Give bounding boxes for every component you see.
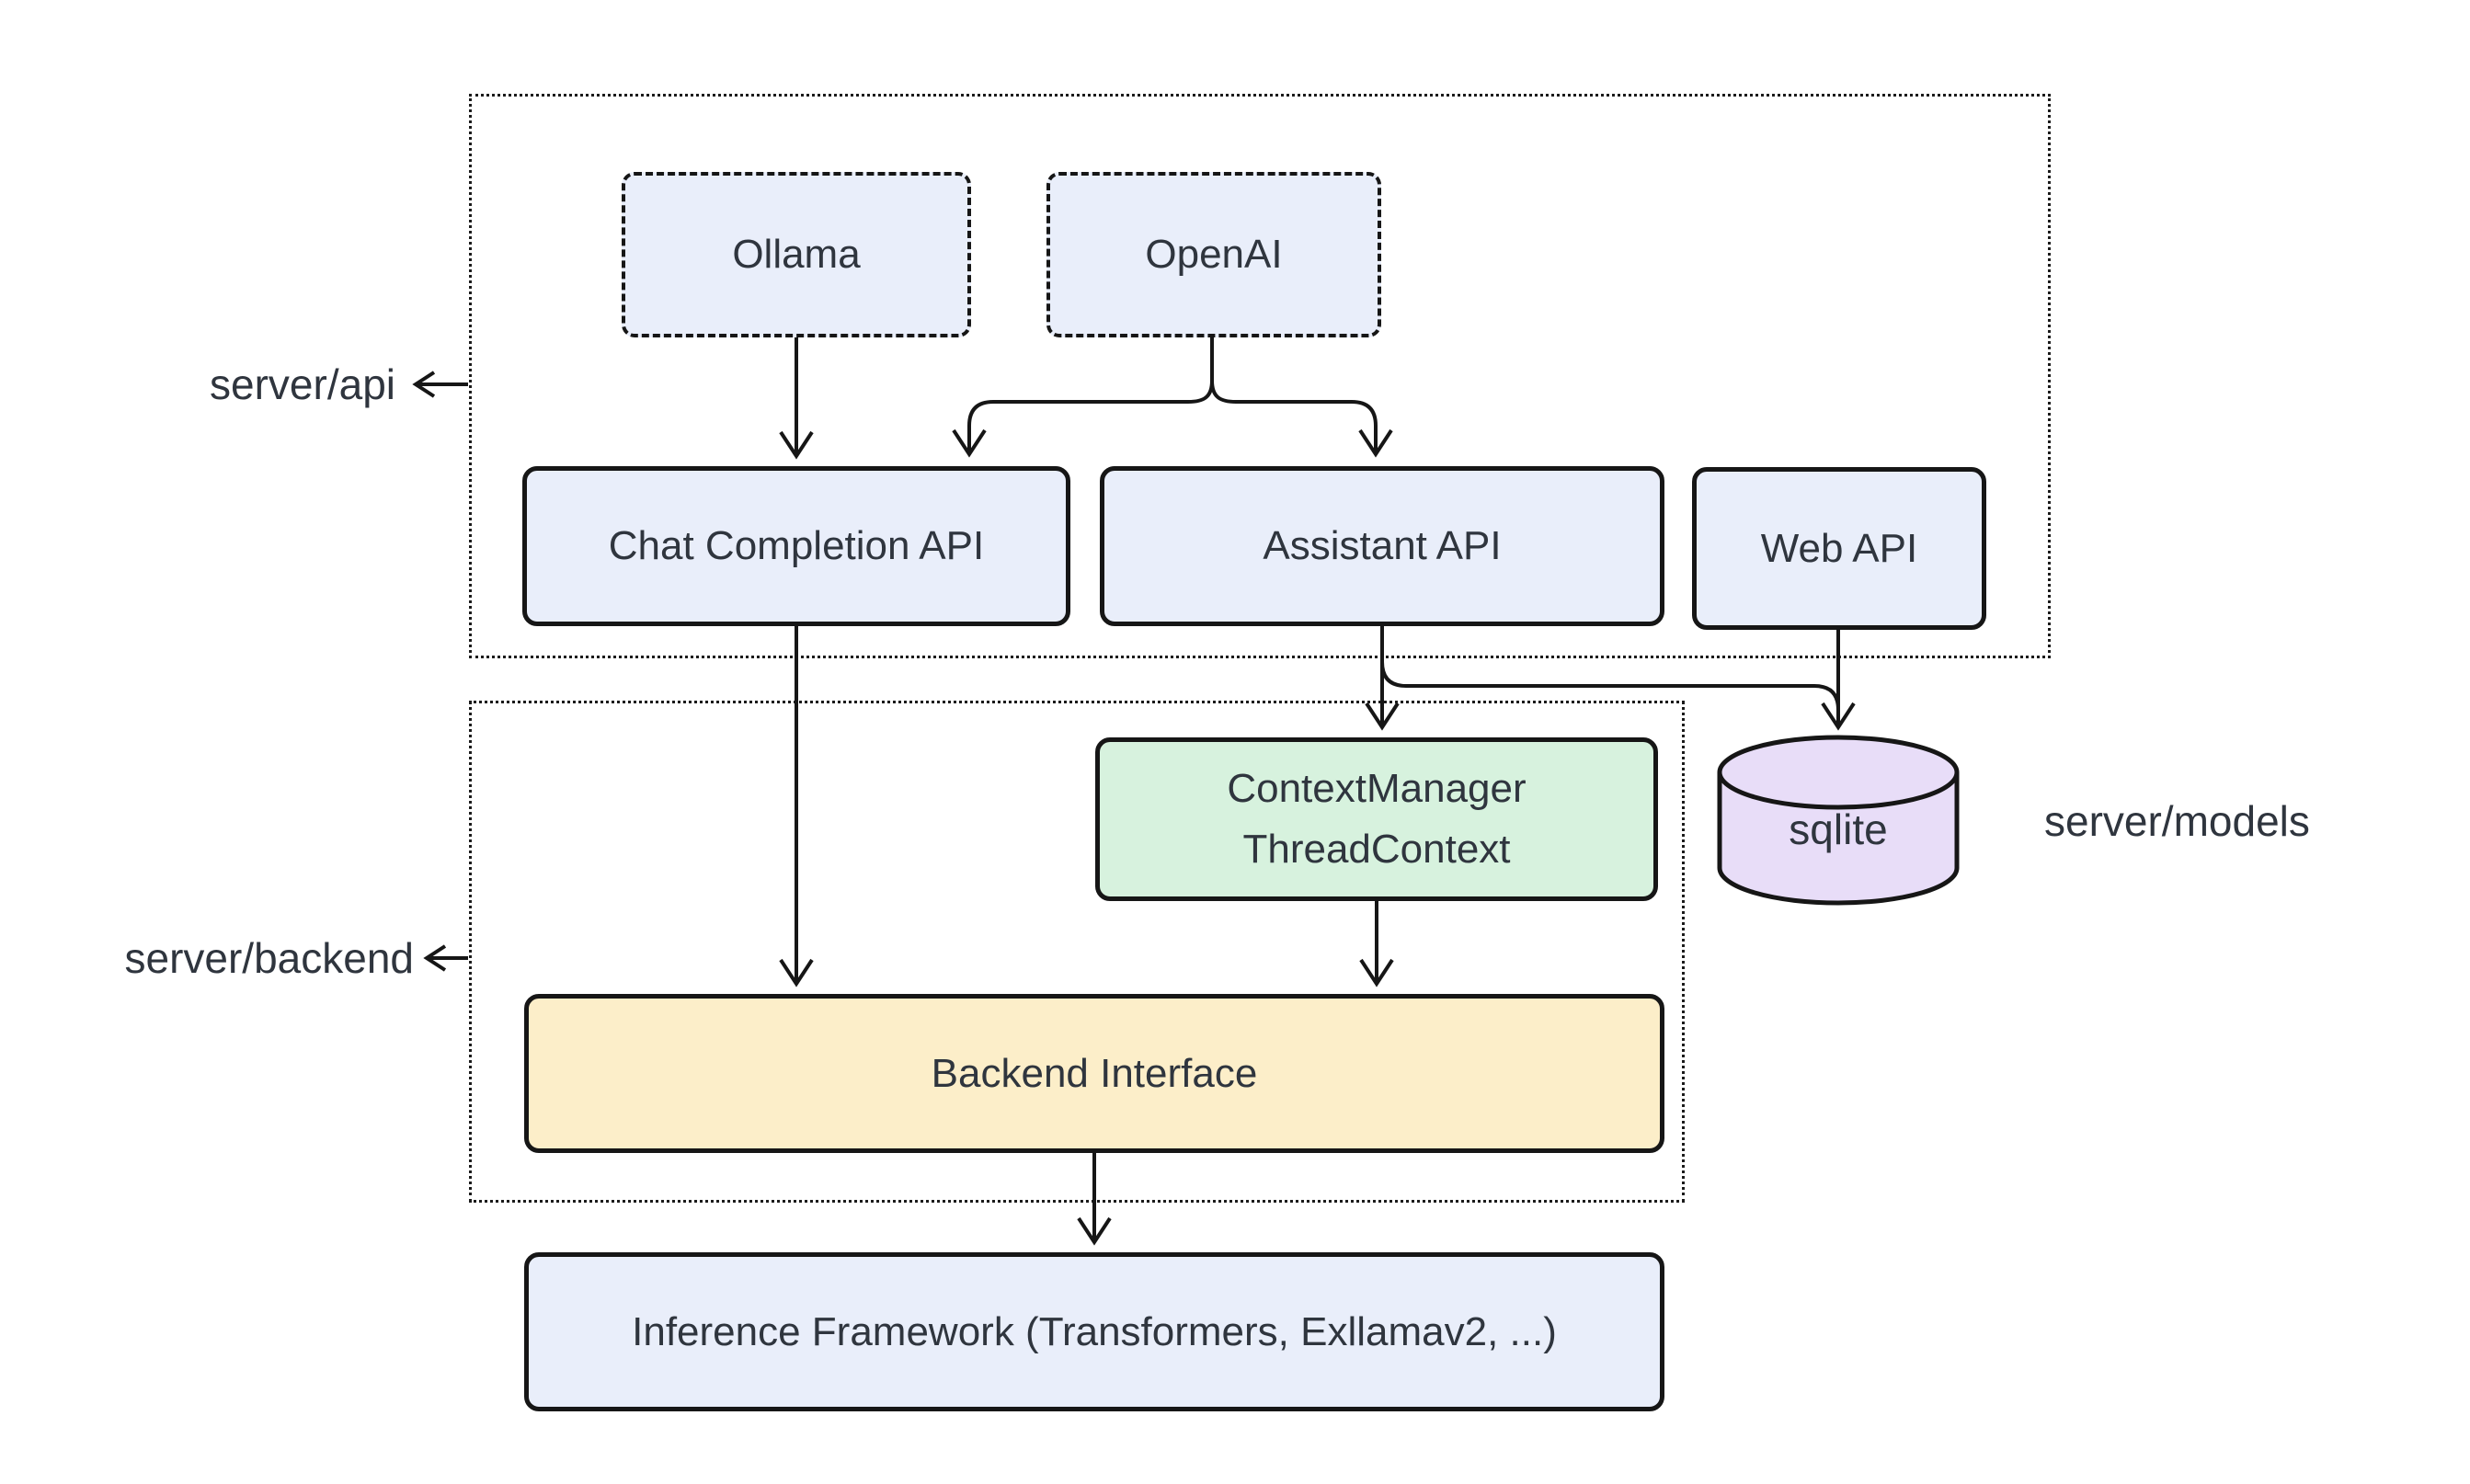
node-chat-completion-api: Chat Completion API bbox=[522, 466, 1070, 626]
node-ollama: Ollama bbox=[622, 172, 971, 337]
backend-group-border bbox=[469, 701, 1685, 1203]
node-label: Ollama bbox=[732, 232, 861, 277]
node-label-line2: ThreadContext bbox=[1242, 827, 1511, 872]
models-group-label: server/models bbox=[2044, 793, 2412, 850]
node-label: sqlite bbox=[1789, 805, 1888, 853]
node-sqlite-label: sqlite bbox=[1720, 802, 1957, 857]
node-web-api: Web API bbox=[1692, 467, 1986, 630]
api-group-label-text: server/api bbox=[210, 360, 395, 408]
arrow-assistant-to-sqlite bbox=[1380, 626, 1840, 715]
api-group-border bbox=[469, 94, 2051, 658]
node-inference-framework: Inference Framework (Transformers, Exlla… bbox=[524, 1252, 1664, 1411]
node-label: OpenAI bbox=[1145, 232, 1283, 277]
sqlite-cylinder bbox=[1717, 735, 1960, 906]
arrow-openai-to-assistant bbox=[1210, 380, 1393, 458]
node-label: Inference Framework (Transformers, Exlla… bbox=[632, 1308, 1557, 1354]
node-label: Backend Interface bbox=[931, 1050, 1258, 1096]
sqlite-cylinder-top bbox=[1717, 735, 1960, 810]
node-openai: OpenAI bbox=[1046, 172, 1381, 337]
node-context-manager: ContextManager ThreadContext bbox=[1095, 737, 1658, 901]
node-label: Web API bbox=[1760, 525, 1918, 571]
node-label: Assistant API bbox=[1263, 523, 1502, 568]
node-label-line1: ContextManager bbox=[1227, 766, 1527, 811]
models-group-label-text: server/models bbox=[2044, 797, 2310, 845]
arrow-openai-to-chat-completion bbox=[952, 380, 1214, 458]
node-assistant-api: Assistant API bbox=[1100, 466, 1664, 626]
node-backend-interface: Backend Interface bbox=[524, 994, 1664, 1153]
backend-group-label: server/backend bbox=[74, 930, 415, 987]
backend-group-label-text: server/backend bbox=[124, 934, 415, 982]
node-label: Chat Completion API bbox=[608, 523, 985, 568]
api-group-label: server/api bbox=[120, 356, 395, 413]
